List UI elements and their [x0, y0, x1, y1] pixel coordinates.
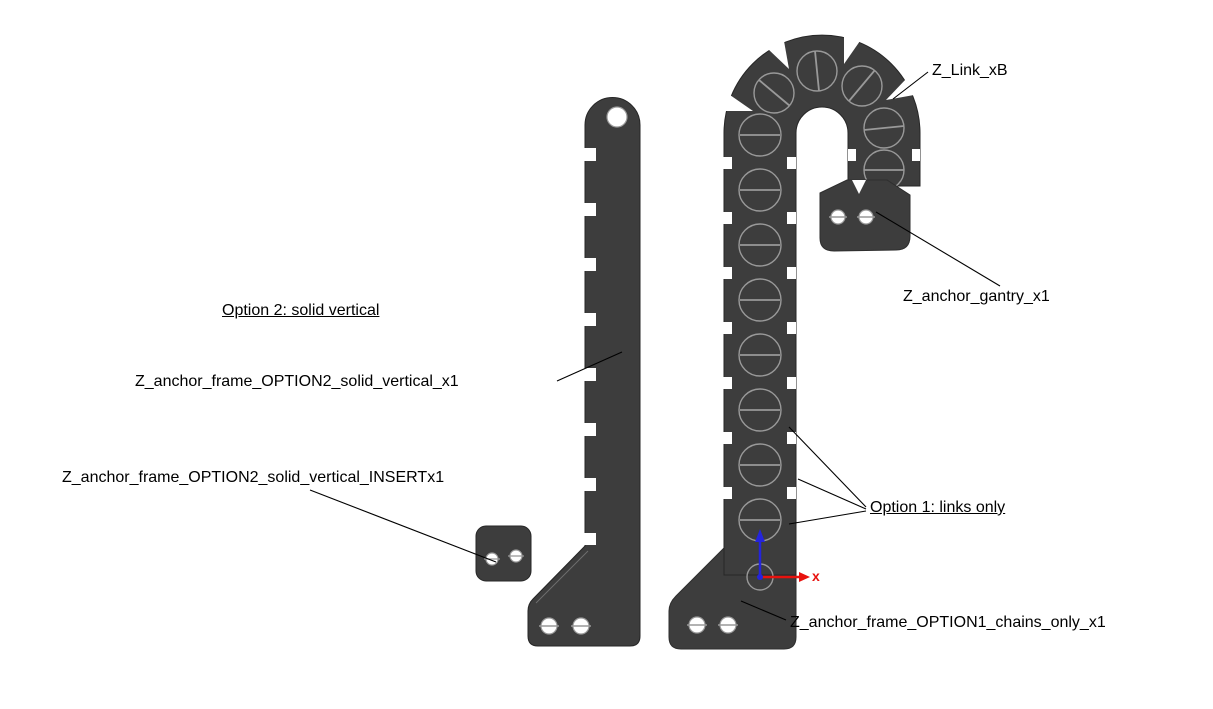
frame-foot-holes	[539, 617, 591, 635]
frame-top-hole	[606, 106, 628, 128]
solid-vertical-frame-part	[527, 97, 641, 647]
gantry-anchor-holes	[829, 209, 875, 225]
label-option1-frame: Z_anchor_frame_OPTION1_chains_only_x1	[790, 614, 1106, 631]
frame-edge-notches	[583, 148, 596, 545]
cable-chain-assembly	[723, 34, 921, 591]
axes-origin-dot	[757, 574, 763, 580]
solid-vertical-frame-body	[527, 97, 641, 647]
leader-option1-c	[788, 510, 867, 525]
solid-vertical-insert-part	[475, 525, 532, 582]
axes-triad	[755, 529, 810, 582]
chain-link-pivots-arc	[753, 50, 905, 191]
insert-holes	[484, 549, 524, 566]
frame-foot-edge	[535, 550, 589, 604]
z-axis-arrow	[755, 529, 765, 575]
label-option2-heading: Option 2: solid vertical	[222, 302, 380, 319]
leader-option1-frame	[740, 600, 787, 621]
gantry-anchor-part	[819, 179, 911, 252]
label-z-link: Z_Link_xB	[932, 62, 1008, 79]
leader-gantry	[875, 211, 1001, 287]
leader-option2-frame	[556, 351, 623, 382]
leader-z-link	[892, 71, 929, 100]
label-option2-frame: Z_anchor_frame_OPTION2_solid_vertical_x1	[135, 373, 459, 390]
label-option1-heading: Option 1: links only	[870, 499, 1006, 516]
leader-insert	[309, 489, 497, 563]
leader-option1-a	[788, 426, 867, 508]
label-option2-insert: Z_anchor_frame_OPTION2_solid_vertical_IN…	[62, 469, 445, 486]
insert-body	[475, 525, 532, 582]
x-axis-arrow	[760, 572, 810, 582]
cable-chain-band	[723, 34, 921, 576]
leader-lines	[309, 71, 1001, 621]
chain-link-gaps-arc	[724, 35, 920, 161]
label-z-anchor-gantry: Z_anchor_gantry_x1	[903, 288, 1050, 305]
chain-anchor-foot-holes	[687, 616, 738, 634]
chain-link-gaps-vertical	[723, 157, 796, 499]
x-axis-label: x	[812, 568, 820, 584]
chain-link-pivots-vertical	[738, 113, 782, 542]
leader-option1-b	[797, 478, 867, 510]
gantry-anchor-notch	[852, 180, 866, 194]
